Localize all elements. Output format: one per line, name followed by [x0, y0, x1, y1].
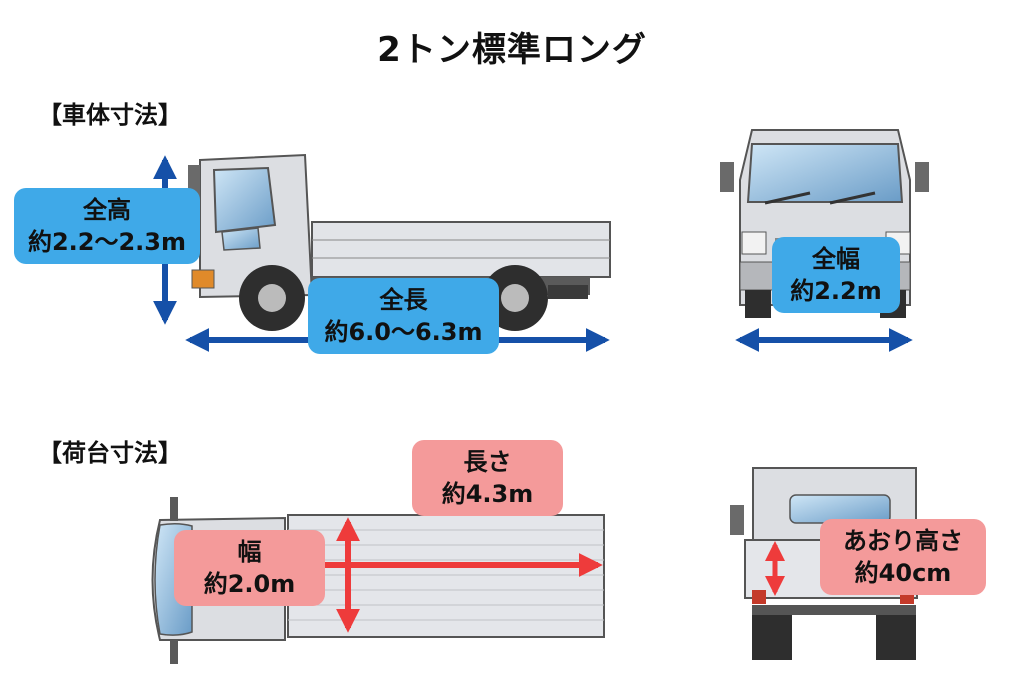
side-height-label: あおり高さ 約40cm: [820, 519, 986, 595]
bed-width-label-name: 幅: [237, 538, 262, 566]
bed-width-label: 幅 約2.0m: [174, 530, 325, 606]
bed-length-label-name: 長さ: [463, 448, 512, 476]
length-label-value: 約6.0〜6.3m: [324, 318, 483, 346]
side-height-label-name: あおり高さ: [843, 527, 963, 555]
width-label-value: 約2.2m: [790, 277, 882, 305]
section-heading-bed: 【荷台寸法】: [38, 439, 182, 467]
height-label: 全高 約2.2〜2.3m: [14, 188, 200, 264]
side-height-label-value: 約40cm: [854, 559, 952, 587]
height-label-name: 全高: [83, 196, 131, 224]
bed-length-label: 長さ 約4.3m: [412, 440, 563, 516]
length-label-name: 全長: [379, 286, 428, 314]
width-label: 全幅 約2.2m: [772, 237, 900, 313]
bed-width-label-value: 約2.0m: [203, 570, 296, 598]
length-label: 全長 約6.0〜6.3m: [308, 278, 499, 354]
height-label-value: 約2.2〜2.3m: [27, 228, 187, 256]
width-label-name: 全幅: [812, 245, 860, 273]
bed-length-label-value: 約4.3m: [441, 480, 534, 508]
page-title: 2トン標準ロング: [377, 30, 647, 70]
section-heading-body: 【車体寸法】: [38, 101, 182, 129]
